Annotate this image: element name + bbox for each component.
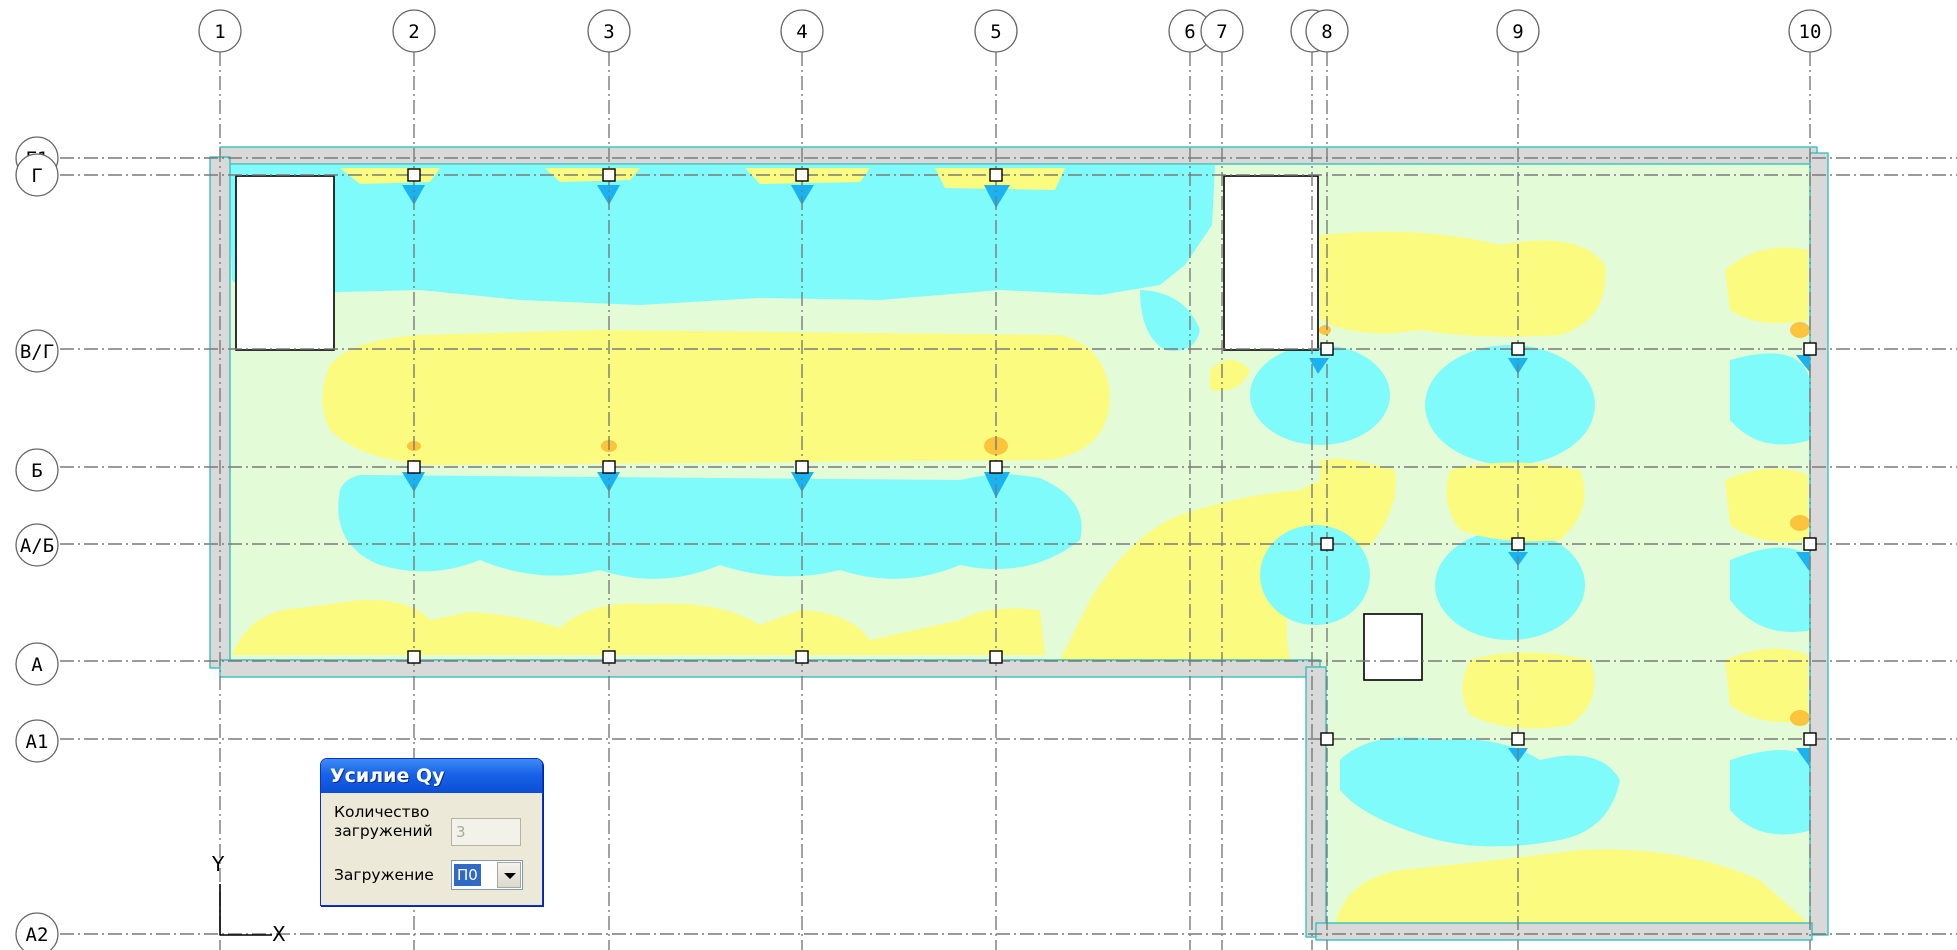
row-axis-label: Г	[31, 165, 42, 187]
column-axis-bubble: 6	[1168, 9, 1212, 53]
column-axis-bubble: 8	[1305, 9, 1349, 53]
column-marker	[602, 168, 616, 182]
column-axis-bubble: 10	[1788, 9, 1832, 53]
column-axis-label: 5	[990, 21, 1001, 43]
column-axis-bubbles: 123456778910	[198, 9, 1832, 53]
column-marker	[1511, 342, 1525, 356]
column-axis-label: 10	[1799, 21, 1822, 43]
column-marker	[1803, 732, 1817, 746]
column-axis-label: 2	[408, 21, 419, 43]
row-axis-bubble: А	[15, 642, 59, 686]
column-axis-label: 4	[796, 21, 807, 43]
column-marker	[1320, 537, 1334, 551]
column-axis-bubble: 3	[587, 9, 631, 53]
column-axis-label: 7	[1216, 21, 1227, 43]
column-axis-label: 9	[1512, 21, 1523, 43]
column-axis-bubble: 5	[974, 9, 1018, 53]
column-marker	[1803, 537, 1817, 551]
column-marker	[989, 460, 1003, 474]
row-axis-label: А	[31, 654, 43, 676]
column-axis-label: 3	[603, 21, 614, 43]
column-axis-label: 6	[1184, 21, 1195, 43]
row-axis-label: В/Г	[20, 341, 54, 363]
column-axis-label: 8	[1321, 21, 1332, 43]
column-marker	[602, 650, 616, 664]
slab-openings	[235, 175, 1423, 681]
column-marker	[1803, 342, 1817, 356]
column-marker	[1511, 537, 1525, 551]
row-axis-bubble: Г	[15, 153, 59, 197]
row-axis-bubble: А/Б	[15, 523, 59, 567]
column-marker	[795, 460, 809, 474]
column-axis-bubble: 9	[1496, 9, 1540, 53]
column-axis-bubble: 7	[1200, 9, 1244, 53]
column-marker	[989, 168, 1003, 182]
row-axis-bubble: В/Г	[15, 329, 59, 373]
column-axis-bubble: 1	[198, 9, 242, 53]
dropdown-arrow-icon[interactable]	[497, 862, 521, 888]
count-label-line2: загружений	[334, 822, 433, 840]
row-axis-label: Б	[31, 460, 42, 482]
axis-y-label: Y	[211, 852, 225, 876]
column-marker	[795, 168, 809, 182]
column-marker	[795, 650, 809, 664]
force-dialog[interactable]: Усилие Qy Количество загружений 3 Загруж…	[320, 758, 543, 906]
count-label-line1: Количество	[334, 803, 430, 821]
column-marker	[407, 650, 421, 664]
axis-x-label: X	[272, 922, 286, 946]
row-axis-bubble: А2	[15, 912, 59, 950]
column-marker	[1511, 732, 1525, 746]
column-axis-label: 1	[214, 21, 225, 43]
grid-horizontals	[60, 157, 1957, 935]
load-count-field[interactable]: 3	[451, 818, 521, 846]
row-axis-bubble: А1	[15, 719, 59, 763]
column-marker	[1320, 732, 1334, 746]
columns	[407, 168, 1817, 746]
column-axis-bubble: 2	[392, 9, 436, 53]
ucs-icon	[219, 884, 272, 936]
load-label: Загружение	[334, 866, 434, 884]
column-marker	[407, 460, 421, 474]
column-marker	[989, 650, 1003, 664]
row-axis-label: А1	[26, 731, 49, 753]
column-marker	[1320, 342, 1334, 356]
contour-zones	[228, 165, 1812, 925]
column-marker	[602, 460, 616, 474]
row-axis-label: А/Б	[20, 535, 54, 557]
row-axis-label: А2	[26, 924, 49, 946]
load-case-value[interactable]: П0	[453, 863, 482, 887]
load-case-select[interactable]: П0	[451, 860, 523, 890]
column-marker	[407, 168, 421, 182]
row-axis-bubble: Б	[15, 448, 59, 492]
column-axis-bubble: 4	[780, 9, 824, 53]
dialog-title[interactable]: Усилие Qy	[321, 759, 542, 793]
